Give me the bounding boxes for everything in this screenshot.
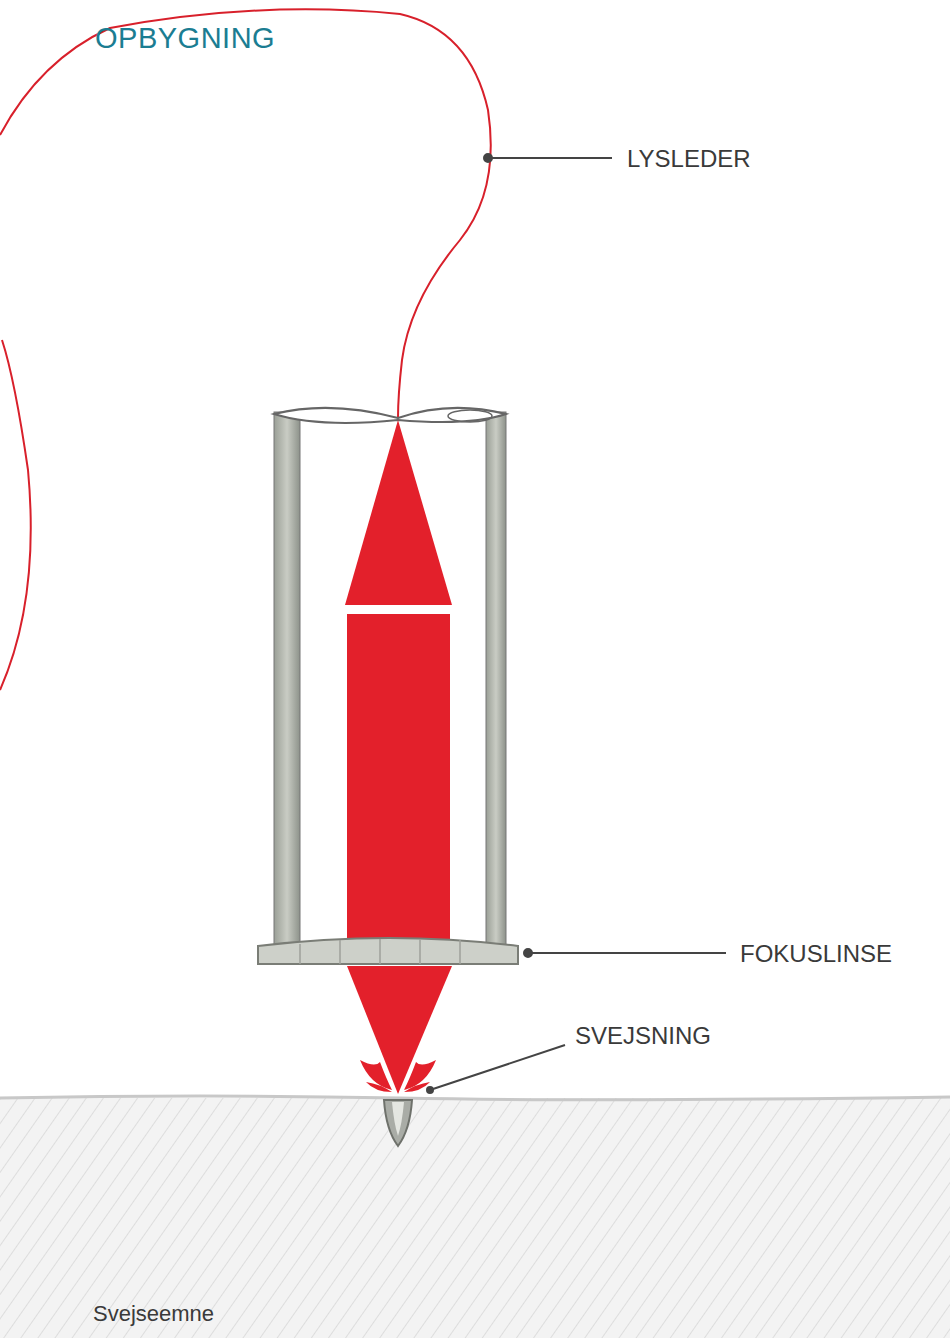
laser-beam	[345, 420, 452, 605]
weld-bead	[384, 1100, 412, 1146]
weld-bead-core	[392, 1102, 404, 1136]
material-label: Svejseemne	[93, 1301, 214, 1327]
optical-fibre	[0, 9, 491, 690]
workpiece	[0, 1096, 950, 1338]
weld-sparks	[360, 1060, 436, 1092]
focus-lens	[258, 938, 518, 964]
diagram-title: OPBYGNING	[95, 22, 275, 55]
laser-beam	[347, 614, 450, 944]
part-label: FOKUSLINSE	[740, 940, 892, 968]
tube-housing	[274, 408, 506, 946]
laser-beam	[347, 966, 452, 1094]
part-label: SVEJSNING	[575, 1022, 711, 1050]
leader-line	[427, 154, 726, 1093]
part-label: LYSLEDER	[627, 145, 751, 173]
